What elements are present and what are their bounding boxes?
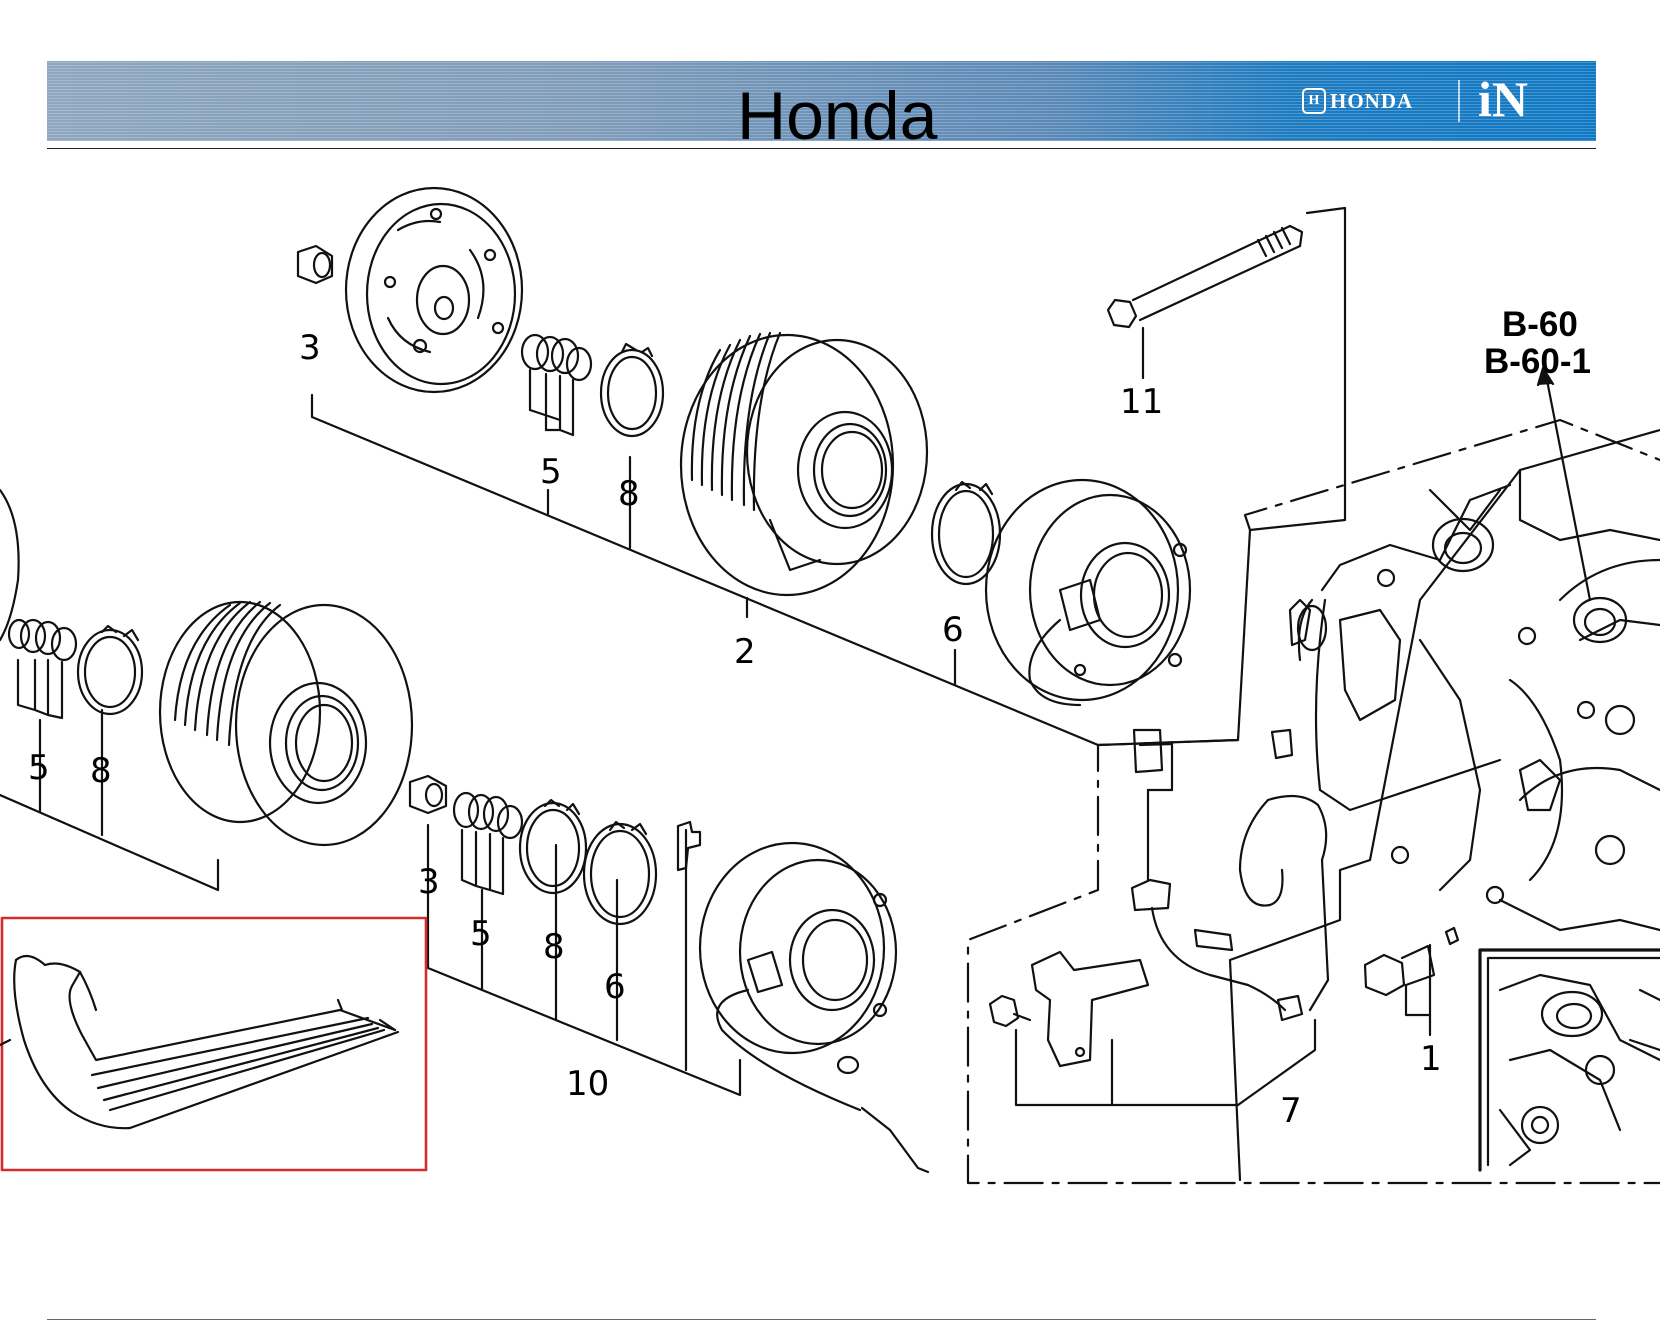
reference-b60-1: B-60-1	[1484, 342, 1591, 381]
callout-6-lower: 6	[604, 967, 626, 1007]
callout-1: 1	[1420, 1039, 1442, 1079]
callout-11: 11	[1120, 382, 1163, 422]
callout-3-upper: 3	[299, 328, 321, 368]
nut-part-3-lower	[408, 774, 448, 815]
snap-ring-part-6-upper	[930, 480, 1002, 586]
shims-part-5-left	[7, 618, 78, 720]
callout-5-upper: 5	[540, 452, 562, 492]
bracket-and-screw	[988, 950, 1240, 1107]
bolt-part-11	[1106, 224, 1304, 329]
partial-part-left	[0, 488, 20, 642]
compressor-boundary	[966, 418, 1660, 1185]
callout-8-upper: 8	[618, 474, 640, 514]
callout-2: 2	[734, 632, 756, 672]
pulley-lower	[158, 600, 414, 847]
field-coil-upper	[984, 478, 1192, 707]
nut-part-3-upper	[296, 244, 334, 285]
callout-6-upper: 6	[942, 610, 964, 650]
shims-part-5-lower	[452, 791, 524, 896]
compressor-body	[1228, 428, 1660, 1182]
partner-logo: iN	[1478, 71, 1528, 127]
lower-leader-lines	[0, 708, 742, 1097]
header-band	[47, 61, 1596, 141]
harness-part-7	[1130, 728, 1330, 1107]
honda-h-icon: H	[1302, 88, 1326, 114]
logo-divider	[1458, 80, 1460, 122]
page-title: Honda	[737, 78, 938, 154]
callout-10: 10	[566, 1064, 609, 1104]
reference-b60: B-60	[1502, 305, 1578, 344]
callout-8-left: 8	[90, 751, 112, 791]
field-coil-lower	[698, 841, 930, 1174]
pressure-switch-part-1	[1363, 926, 1460, 1037]
snap-ring-part-8-left	[76, 624, 144, 716]
callout-3-lower: 3	[418, 862, 440, 902]
callout-5-left: 5	[28, 748, 50, 788]
callout-8-lower: 8	[543, 927, 565, 967]
footer-divider	[47, 1319, 1596, 1320]
header-divider	[47, 148, 1596, 149]
snap-ring-part-6-lower	[582, 820, 658, 926]
honda-wordmark: HONDA	[1330, 88, 1414, 113]
snap-ring-part-8-upper	[599, 342, 665, 438]
callout-7: 7	[1280, 1091, 1302, 1131]
armature-plate-upper	[344, 186, 524, 394]
callout-5-lower: 5	[470, 914, 492, 954]
reference-arrows	[1428, 366, 1592, 602]
clip-part-lower	[676, 820, 702, 872]
shims-part-5-upper	[520, 333, 593, 437]
snap-ring-part-8-lower	[518, 798, 588, 895]
drive-belt-highlight	[0, 916, 428, 1172]
honda-logo: H HONDA	[1302, 88, 1413, 114]
pulley-part-2-upper	[679, 331, 929, 597]
inset-detail	[1478, 948, 1660, 1172]
